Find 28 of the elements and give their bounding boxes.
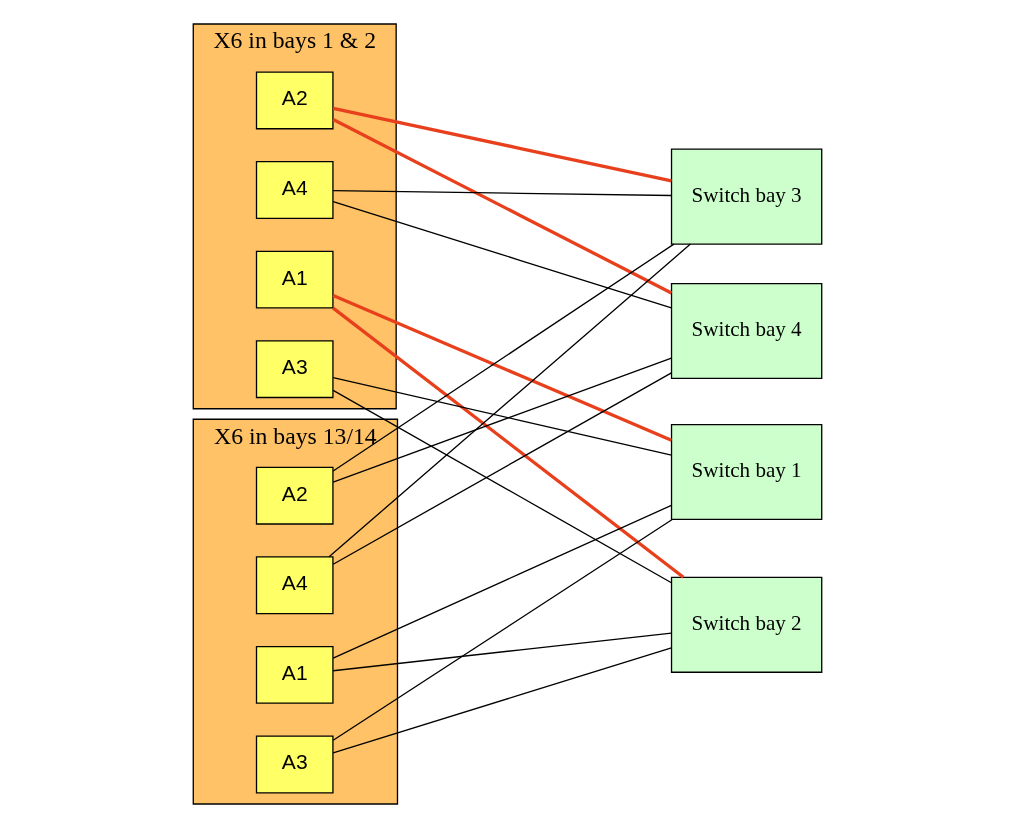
connector (332, 647, 672, 754)
node-box: A4 (255, 556, 334, 615)
connector (332, 189, 672, 197)
connector (331, 118, 672, 295)
node-box: A4 (255, 161, 334, 219)
connector (332, 518, 673, 741)
node-box: A3 (255, 340, 334, 399)
connector (332, 357, 672, 483)
node-box: A1 (255, 645, 334, 704)
connector (332, 201, 672, 309)
connector (327, 243, 691, 558)
node-box: Switch bay 1 (670, 423, 822, 521)
connector (332, 106, 672, 183)
node-box: Switch bay 3 (670, 148, 822, 245)
connector (332, 632, 672, 672)
connector (332, 372, 672, 565)
connector (332, 504, 672, 659)
connector (331, 306, 684, 579)
node-box: Switch bay 2 (670, 576, 822, 673)
node-box: Switch bay 4 (670, 282, 822, 380)
connector (332, 377, 672, 456)
node-box: A3 (255, 735, 334, 794)
connector (332, 243, 675, 472)
node-box: A2 (255, 71, 334, 130)
connector (332, 389, 672, 584)
node-box: A2 (255, 466, 334, 525)
node-box: A1 (255, 250, 334, 309)
connector (332, 294, 672, 442)
